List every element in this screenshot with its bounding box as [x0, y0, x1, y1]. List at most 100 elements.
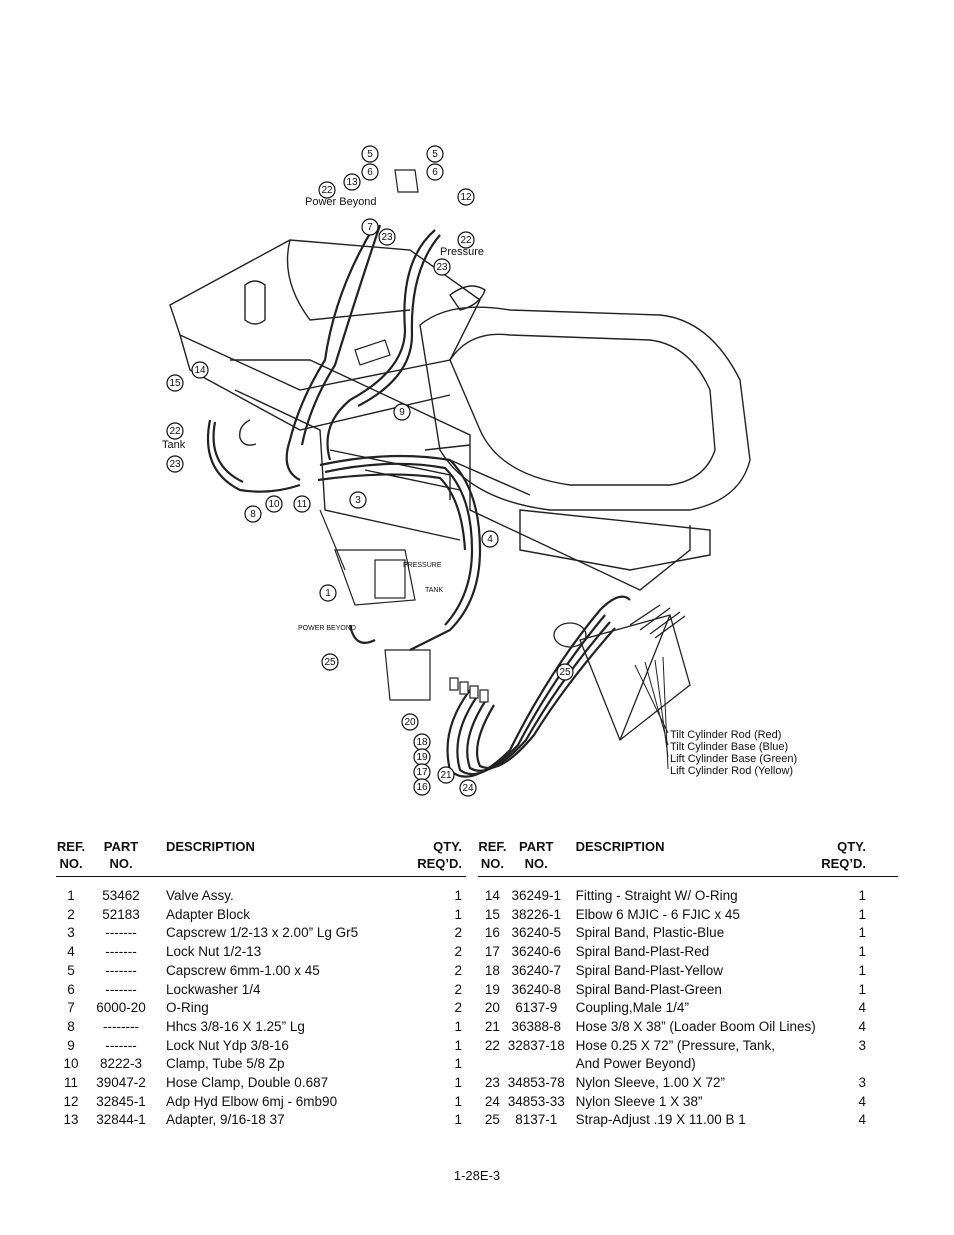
loader-bracket [553, 604, 691, 742]
callout-bubble: 22 [318, 181, 336, 199]
pressure-label: Pressure [440, 246, 484, 258]
callout-bubble: 23 [378, 228, 396, 246]
callout-bubble: 4 [481, 530, 499, 548]
ref-cell: 24 [484, 1093, 500, 1109]
ref-cell: 4 [67, 944, 75, 960]
callout-bubble: 9 [393, 403, 411, 421]
description-cell: Nylon Sleeve, 1.00 X 72” [575, 1075, 725, 1091]
callout-bubble: 13 [343, 173, 361, 191]
ref-cell: 22 [484, 1037, 500, 1053]
ref-cell: 10 [63, 1056, 79, 1072]
qty-cell: 1 [454, 1075, 462, 1091]
description-cell: Hose Clamp, Double 0.687 [166, 1075, 329, 1091]
part-number-cell: 8222-3 [99, 1056, 143, 1072]
part-number-cell: 32837-18 [507, 1037, 565, 1053]
ref-cell: 21 [484, 1018, 500, 1034]
hose-label-lift-rod: Lift Cylinder Rod (Yellow) [670, 765, 793, 777]
description-cell: Adp Hyd Elbow 6mj - 6mb90 [166, 1093, 338, 1109]
callout-number: 6 [367, 167, 373, 178]
part-number-cell: ------- [105, 925, 137, 941]
description-cell: Elbow 6 MJIC - 6 FJIC x 45 [575, 906, 740, 922]
qty-cell: 1 [454, 1112, 462, 1128]
qty-cell: 1 [858, 906, 866, 922]
couplings [449, 677, 489, 703]
callout-number: 24 [462, 783, 474, 794]
description-cell: Capscrew 1/2-13 x 2.00” Lg Gr5 [166, 925, 359, 941]
ref-cell: 15 [484, 906, 500, 922]
hydraulic-hose-diagram: Power Beyond Pressure Tank PRESSURE TANK… [162, 145, 797, 797]
qty-cell [816, 1055, 898, 1074]
valve-pressure-label: PRESSURE [403, 562, 442, 569]
part-number-cell: 34853-33 [507, 1093, 565, 1109]
ref-cell: 1 [67, 888, 75, 903]
qty-cell: 4 [858, 1112, 866, 1128]
hose-label-tilt-base: Tilt Cylinder Base (Blue) [670, 741, 788, 753]
callout-bubble: 25 [556, 663, 574, 681]
description-cell: Coupling,Male 1/4” [575, 1000, 689, 1016]
description-cell: Lockwasher 1/4 [166, 981, 261, 997]
header-description: DESCRIPTION [156, 836, 402, 877]
callout-number: 18 [416, 737, 428, 748]
qty-cell: 2 [454, 962, 462, 978]
ref-cell: 17 [484, 944, 500, 960]
qty-cell: 4 [858, 1018, 866, 1034]
description-cell: Spiral Band-Plast-Red [575, 944, 710, 960]
qty-cell: 1 [454, 1093, 462, 1109]
qty-cell: 4 [858, 1000, 866, 1016]
callout-number: 4 [487, 534, 493, 545]
ref-cell: 8 [67, 1018, 75, 1034]
part-number-cell: -------- [103, 1018, 139, 1034]
qty-cell: 1 [454, 906, 462, 922]
callout-bubble: 25 [321, 653, 339, 671]
callout-bubble: 22 [457, 231, 475, 249]
part-number-cell: ------- [105, 1037, 137, 1053]
callout-number: 5 [432, 149, 438, 160]
valve-tank-label: TANK [425, 587, 443, 594]
qty-cell: 1 [858, 944, 866, 960]
part-number-cell: 36388-8 [511, 1018, 561, 1034]
part-number-cell: 32845-1 [96, 1093, 146, 1109]
callout-number: 7 [367, 222, 373, 233]
callout-number: 5 [367, 149, 373, 160]
callout-number: 12 [460, 192, 472, 203]
description-cell: Clamp, Tube 5/8 Zp [166, 1056, 285, 1072]
ref-cell: 11 [63, 1075, 78, 1091]
valve-power-beyond-label: POWER BEYOND [298, 625, 356, 632]
qty-cell: 1 [858, 962, 866, 978]
callout-bubble: 20 [401, 713, 419, 731]
callout-bubble: 5 [426, 145, 444, 163]
valve-assembly [319, 169, 431, 701]
part-number-cell: 36240-6 [511, 944, 561, 960]
callout-bubble: 23 [166, 455, 184, 473]
hose-color-labels: Tilt Cylinder Rod (Red) Tilt Cylinder Ba… [670, 729, 797, 777]
callout-number: 22 [321, 185, 333, 196]
callout-bubble: 14 [191, 361, 209, 379]
callout-bubble: 21 [437, 766, 455, 784]
description-cell: Fitting - Straight W/ O-Ring [575, 888, 738, 903]
callout-bubble: 7 [361, 218, 379, 236]
qty-cell: 1 [454, 888, 462, 903]
callout-bubble: 17 [413, 763, 431, 781]
part-number-cell: 8137-1 [515, 1112, 558, 1128]
callout-number: 8 [250, 509, 256, 520]
ref-cell: 7 [67, 1000, 75, 1016]
ref-cell: 18 [484, 962, 500, 978]
callout-number: 25 [559, 667, 571, 678]
part-number-cell: 32844-1 [96, 1112, 146, 1128]
callout-number: 11 [297, 499, 308, 510]
qty-cell: 1 [454, 1037, 462, 1053]
part-number-cell: 52183 [102, 906, 140, 922]
